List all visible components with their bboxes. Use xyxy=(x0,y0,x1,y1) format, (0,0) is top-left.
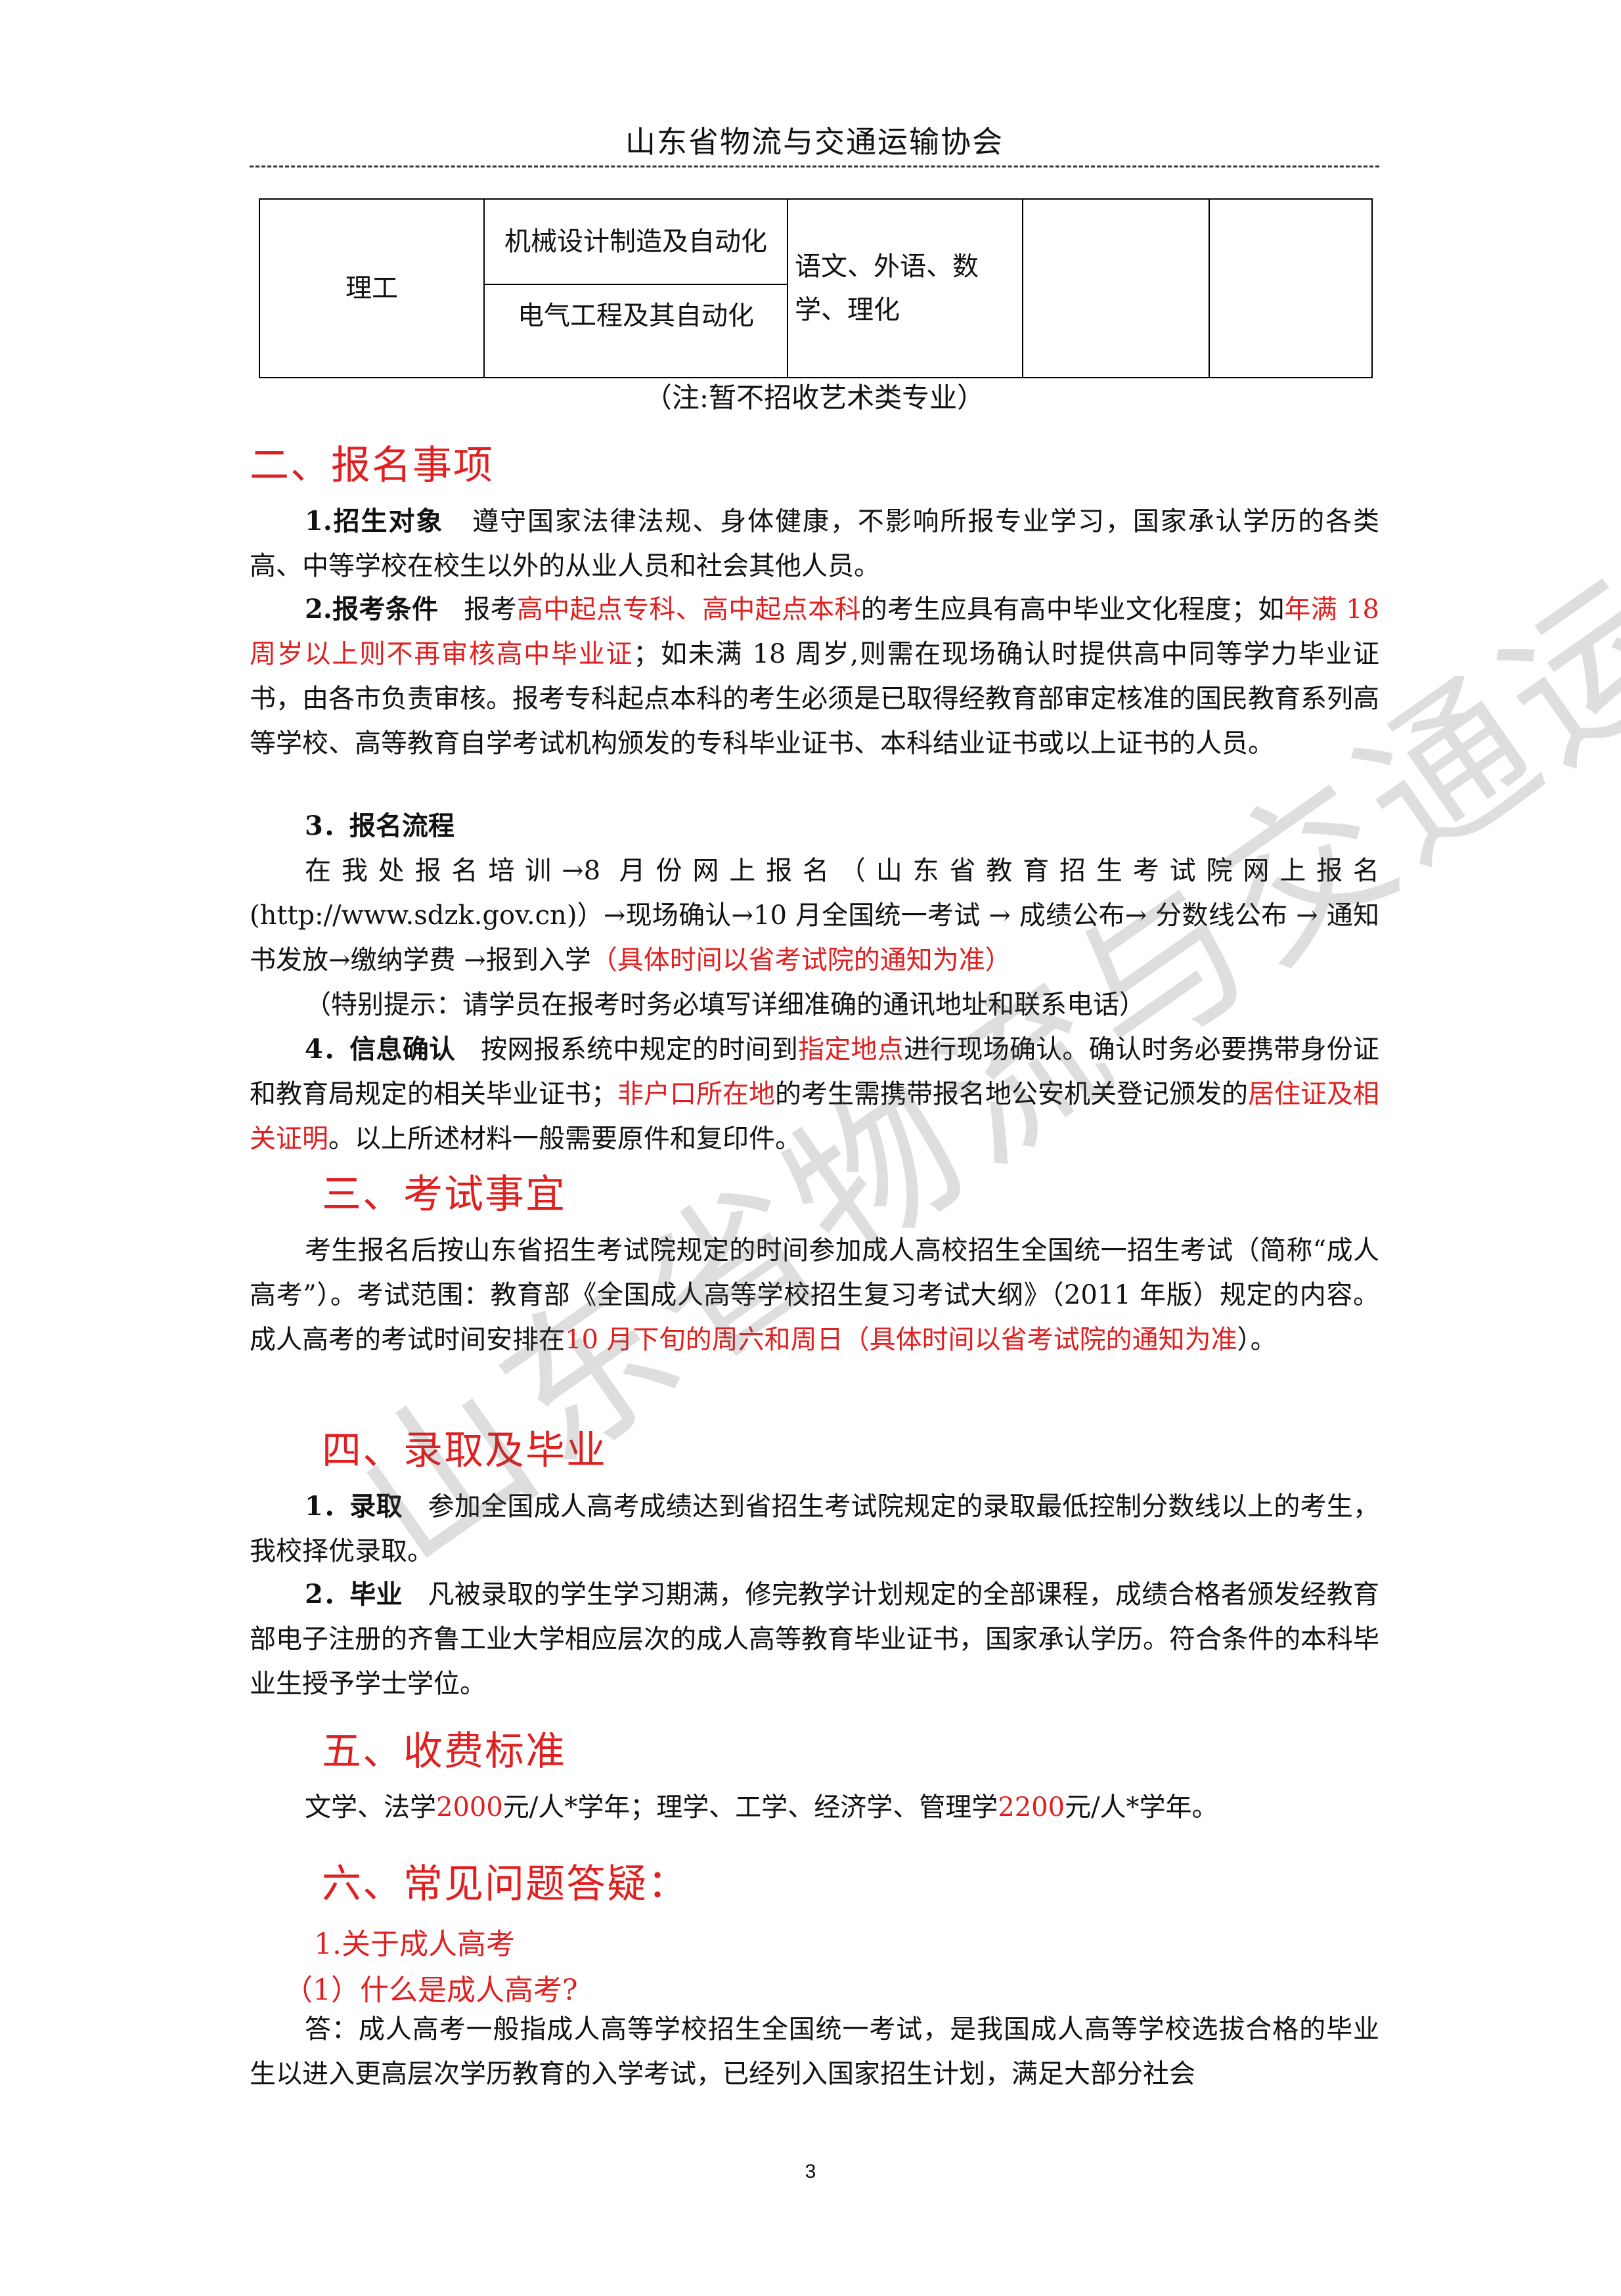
para-text: ；如未满 18 周岁,则需在现场确认时提供高中同等学力毕业证书，由各市负责审核。… xyxy=(250,639,1380,759)
paragraph-exam: 考生报名后按山东省招生考试院规定的时间参加成人高校招生全国统一招生考试（简称“成… xyxy=(250,1228,1379,1362)
para-text: ）。 xyxy=(1237,1325,1277,1355)
major-cell: 机械设计制造及自动化 xyxy=(483,198,788,285)
highlight-text: 年满 18 周岁以上则不再审核高中毕业证 xyxy=(250,594,1380,669)
paragraph-conditions: 2.报考条件 报考高中起点专科、高中起点本科的考生应具有高中毕业文化程度；如年满… xyxy=(250,587,1379,766)
paragraph-admission: 1．录取 参加全国成人高考成绩达到省招生考试院规定的录取最低控制分数线以上的考生… xyxy=(250,1484,1379,1574)
page-number: 3 xyxy=(805,2161,816,2182)
para-text: 在我处报名培训→8 月份网上报名（山东省教育招生考试院网上报名(http://w… xyxy=(250,856,1379,975)
table-note: （注:暂不招收艺术类专业） xyxy=(644,382,985,414)
para-text: 报考 xyxy=(464,594,517,625)
subjects-cell: 语文、外语、数学、理化 xyxy=(787,198,1023,378)
category-cell: 理工 xyxy=(259,198,485,378)
major-cell: 电气工程及其自动化 xyxy=(483,284,788,378)
page-header: 山东省物流与交通运输协会 xyxy=(625,124,1004,160)
section-title: 二、报名事项 xyxy=(250,443,494,489)
para-label: 4．信息确认 xyxy=(305,1034,456,1065)
para-label: 1.招生对象 xyxy=(305,506,444,537)
para-label: 2.报考条件 xyxy=(305,594,439,625)
para-label: 3．报名流程 xyxy=(305,810,455,841)
paragraph-fees: 文学、法学2000元/人*学年；理学、工学、经济学、管理学2200元/人*学年。 xyxy=(250,1785,1379,1830)
highlight-text: 非户口所在地 xyxy=(617,1079,775,1109)
para-text: 遵守国家法律法规、身体健康，不影响所报专业学习，国家承认学历的各类高、中等学校在… xyxy=(250,506,1380,581)
para-text: 考生报名后按山东省招生考试院规定的时间参加成人高校招生全国统一招生考试（简称“成… xyxy=(250,1235,1379,1355)
subsection-title: 1.关于成人高考 xyxy=(314,1928,515,1961)
table-row: 理工 机械设计制造及自动化 语文、外语、数学、理化 xyxy=(259,198,1373,378)
paragraph-process: 在我处报名培训→8 月份网上报名（山东省教育招生考试院网上报名(http://w… xyxy=(250,849,1379,982)
highlight-text: 居住证及相关证明 xyxy=(250,1079,1379,1154)
section-title: 四、录取及毕业 xyxy=(322,1428,607,1474)
paragraph-process-label: 3．报名流程 xyxy=(250,804,1379,849)
para-text: 的考生应具有高中毕业文化程度；如 xyxy=(860,594,1285,625)
para-label: 1．录取 xyxy=(305,1491,403,1522)
para-text: 元/人*学年；理学、工学、经济学、管理学 xyxy=(502,1792,998,1822)
fee-amount: 2200 xyxy=(998,1792,1065,1822)
paragraph-recruit-target: 1.招生对象 遵守国家法律法规、身体健康，不影响所报专业学习，国家承认学历的各类… xyxy=(250,499,1379,588)
para-text: 参加全国成人高考成绩达到省招生考试院规定的录取最低控制分数线以上的考生，我校择优… xyxy=(250,1491,1379,1566)
para-text: 凡被录取的学生学习期满，修完教学计划规定的全部课程，成绩合格者颁发经教育部电子注… xyxy=(250,1579,1379,1699)
paragraph-graduation: 2．毕业 凡被录取的学生学习期满，修完教学计划规定的全部课程，成绩合格者颁发经教… xyxy=(250,1572,1379,1706)
para-text: 的考生需携带报名地公安机关登记颁发的 xyxy=(775,1079,1248,1109)
empty-cell xyxy=(1209,198,1373,378)
paragraph-answer: 答：成人高考一般指成人高等学校招生全国统一考试，是我国成人高等学校选拔合格的毕业… xyxy=(250,2014,1379,2089)
para-text: 文学、法学 xyxy=(305,1792,436,1822)
question-title: （1）什么是成人高考? xyxy=(284,1974,578,2007)
highlight-text: 高中起点专科、高中起点本科 xyxy=(516,594,861,625)
para-label: 2．毕业 xyxy=(305,1579,403,1610)
para-text: 按网报系统中规定的时间到 xyxy=(481,1034,798,1065)
paragraph-tip: （特别提示：请学员在报考时务必填写详细准确的通讯地址和联系电话） xyxy=(305,990,1145,1020)
section-title: 三、考试事宜 xyxy=(322,1172,566,1218)
section-title: 五、收费标准 xyxy=(322,1729,566,1775)
empty-cell xyxy=(1022,198,1210,378)
table-row: 电气工程及其自动化 xyxy=(259,284,1372,378)
section-title: 六、常见问题答疑： xyxy=(322,1861,688,1907)
para-text: 进行现场确认。确认时务必要携带身份证和教育局规定的相关毕业证书； xyxy=(250,1034,1379,1109)
paragraph-confirm: 4．信息确认 按网报系统中规定的时间到指定地点进行现场确认。确认时务必要携带身份… xyxy=(250,1027,1379,1161)
highlight-text: （具体时间以省考试院的通知为准） xyxy=(590,945,1011,975)
para-text: 元/人*学年。 xyxy=(1065,1792,1218,1822)
fee-amount: 2000 xyxy=(436,1792,503,1822)
para-text: 。以上所述材料一般需要原件和复印件。 xyxy=(328,1124,801,1154)
highlight-text: 10 月下旬的周六和周日（具体时间以省考试院的通知为准 xyxy=(565,1325,1237,1355)
majors-table: 理工 机械设计制造及自动化 语文、外语、数学、理化 电气工程及其自动化 xyxy=(259,198,1373,378)
highlight-text: 指定地点 xyxy=(797,1034,904,1065)
header-divider xyxy=(250,166,1379,167)
